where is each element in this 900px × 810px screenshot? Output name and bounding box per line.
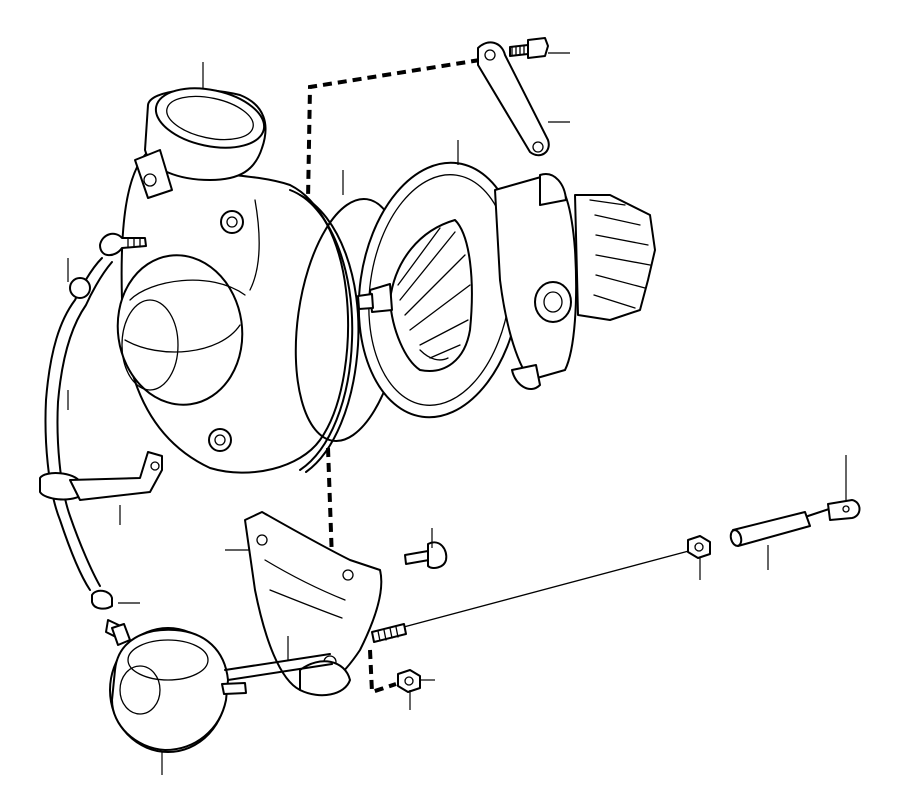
bracket-strip	[477, 41, 550, 157]
leader-lines	[67, 52, 847, 775]
center-cartridge	[357, 161, 656, 419]
nut	[397, 669, 421, 693]
oil-hose	[39, 257, 126, 641]
rod-end	[807, 499, 861, 521]
hose-bracket	[69, 451, 163, 501]
banjo-fitting	[99, 232, 147, 257]
rod-sleeve	[729, 511, 811, 547]
actuator-bracket	[244, 511, 383, 697]
compressor-housing	[116, 87, 360, 474]
wastegate-actuator	[109, 623, 247, 753]
nut	[687, 535, 711, 559]
bolt	[404, 541, 448, 569]
bolt	[509, 37, 549, 59]
actuator-rod	[224, 547, 701, 681]
